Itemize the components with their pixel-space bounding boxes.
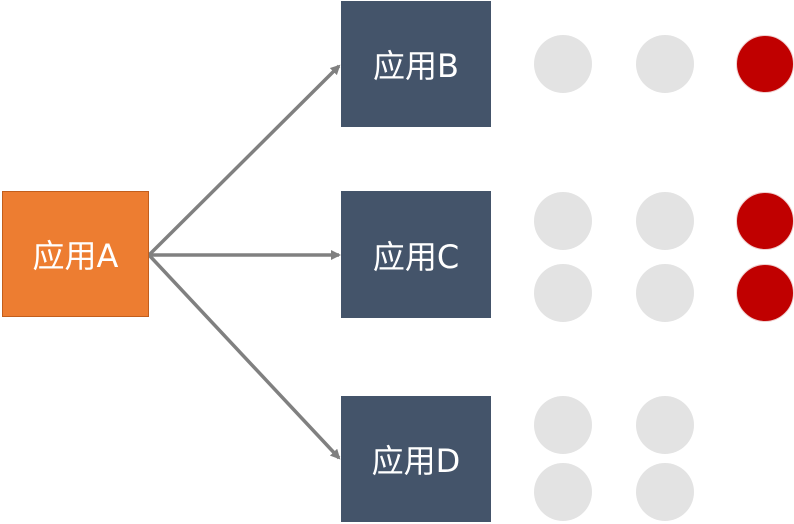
thread-dot-idle bbox=[636, 264, 694, 322]
thread-dot-idle bbox=[534, 264, 592, 322]
app-a-box: 应用A bbox=[2, 191, 149, 317]
app-d-box: 应用D bbox=[341, 396, 491, 522]
app-b-box: 应用B bbox=[341, 1, 491, 127]
thread-dot-busy bbox=[736, 192, 794, 250]
app-c-label: 应用C bbox=[372, 237, 460, 276]
thread-dot-busy bbox=[736, 35, 794, 93]
app-c-box: 应用C bbox=[341, 191, 491, 318]
thread-dot-idle bbox=[636, 35, 694, 93]
thread-dot-idle bbox=[636, 396, 694, 454]
thread-dot-idle bbox=[534, 396, 592, 454]
thread-dot-idle bbox=[636, 192, 694, 250]
thread-dot-idle bbox=[636, 463, 694, 521]
app-b-label: 应用B bbox=[373, 47, 459, 85]
thread-dot-busy bbox=[736, 264, 794, 322]
app-a-label: 应用A bbox=[32, 237, 119, 275]
thread-dot-idle bbox=[534, 35, 592, 93]
thread-dot-idle bbox=[534, 463, 592, 521]
app-d-label: 应用D bbox=[371, 442, 461, 480]
arrow-a-to-d bbox=[147, 253, 341, 460]
arrow-a-to-b bbox=[147, 64, 341, 257]
thread-dot-idle bbox=[534, 192, 592, 250]
